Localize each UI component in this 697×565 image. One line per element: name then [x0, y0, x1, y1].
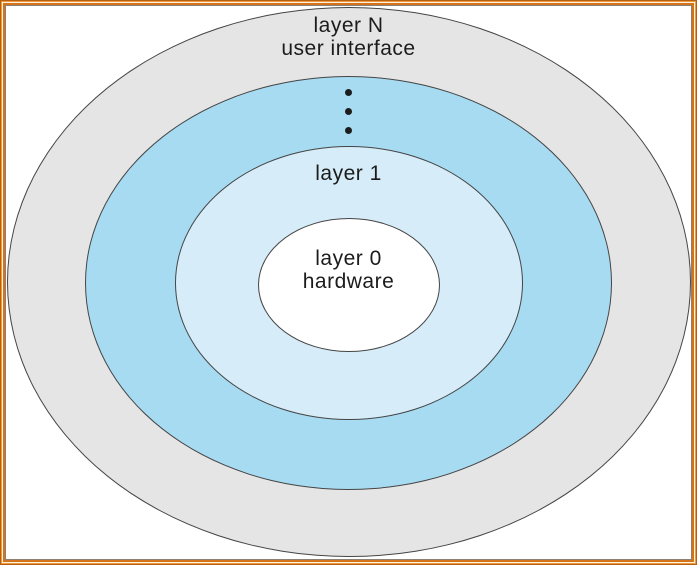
vertical-ellipsis-icon — [0, 89, 697, 134]
layer-1-label: layer 1 — [315, 162, 382, 185]
layer-0-label-line1: layer 0 — [315, 247, 382, 270]
ellipsis-dot — [345, 108, 352, 115]
layer-n-label: layer N user interface — [0, 14, 697, 60]
layer-0-ellipse — [258, 218, 440, 352]
ellipsis-dot — [345, 89, 352, 96]
layer-n-label-line2: user interface — [281, 37, 416, 60]
layer-0-label-line2: hardware — [302, 270, 395, 293]
layer-0-label: layer 0 hardware — [0, 247, 697, 293]
layer-n-label-line1: layer N — [313, 14, 384, 37]
ellipsis-dot — [345, 127, 352, 134]
